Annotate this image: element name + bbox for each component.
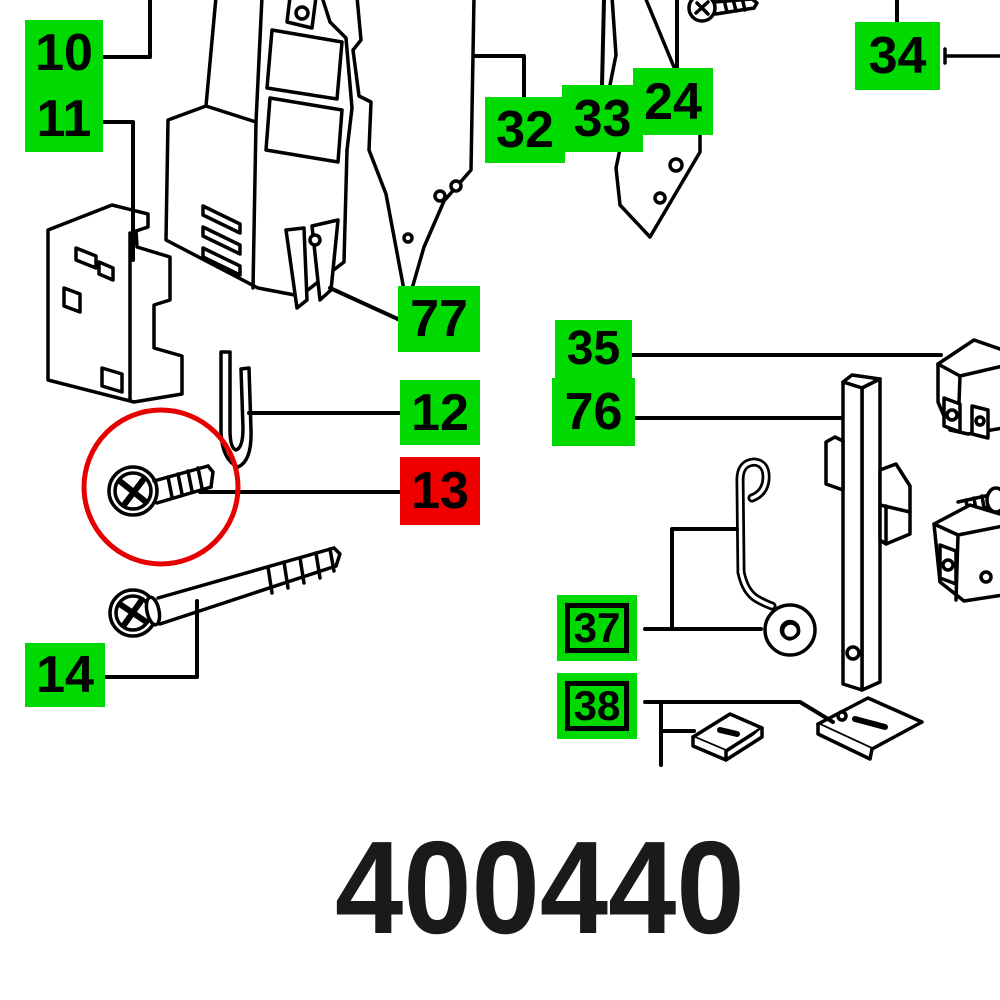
part-label-34[interactable]: 34 (855, 22, 940, 90)
part-label-77[interactable]: 77 (398, 286, 480, 352)
leader-lines (101, 0, 943, 767)
hook-wire-drawing (735, 457, 777, 611)
switch-housing-drawing (164, 0, 354, 310)
roller-drawing (763, 603, 817, 657)
part-label-35[interactable]: 35 (555, 320, 632, 378)
cover-plate-left-drawing (351, 0, 476, 308)
bracket-lower-right-drawing (932, 503, 1000, 603)
part-label-38[interactable]: 38 (557, 673, 637, 739)
slide-button-large-drawing (816, 696, 924, 761)
top-screw-drawing (687, 0, 759, 23)
clipped-part-edge (943, 47, 1000, 65)
mounting-bracket-drawing (46, 203, 184, 404)
screw-long-drawing (108, 546, 342, 638)
part-label-11[interactable]: 11 (25, 86, 103, 152)
part-label-37[interactable]: 37 (557, 595, 637, 661)
part-label-76[interactable]: 76 (552, 378, 635, 446)
wire-clip-drawing (219, 350, 253, 469)
part-label-24[interactable]: 24 (633, 68, 713, 135)
slide-bar-drawing (824, 373, 912, 692)
part-label-13-selected[interactable]: 13 (400, 457, 480, 525)
part-label-12[interactable]: 12 (400, 380, 480, 445)
part-label-10[interactable]: 10 (25, 20, 103, 86)
highlight-circle (81, 407, 241, 567)
screw-short-drawing (107, 464, 215, 517)
part-label-33[interactable]: 33 (562, 85, 643, 152)
part-label-14[interactable]: 14 (25, 643, 105, 707)
slide-button-small-drawing (691, 712, 764, 762)
part-number: 400440 (335, 814, 745, 961)
part-label-32[interactable]: 32 (485, 97, 565, 163)
bracket-upper-right-drawing (936, 338, 1000, 440)
